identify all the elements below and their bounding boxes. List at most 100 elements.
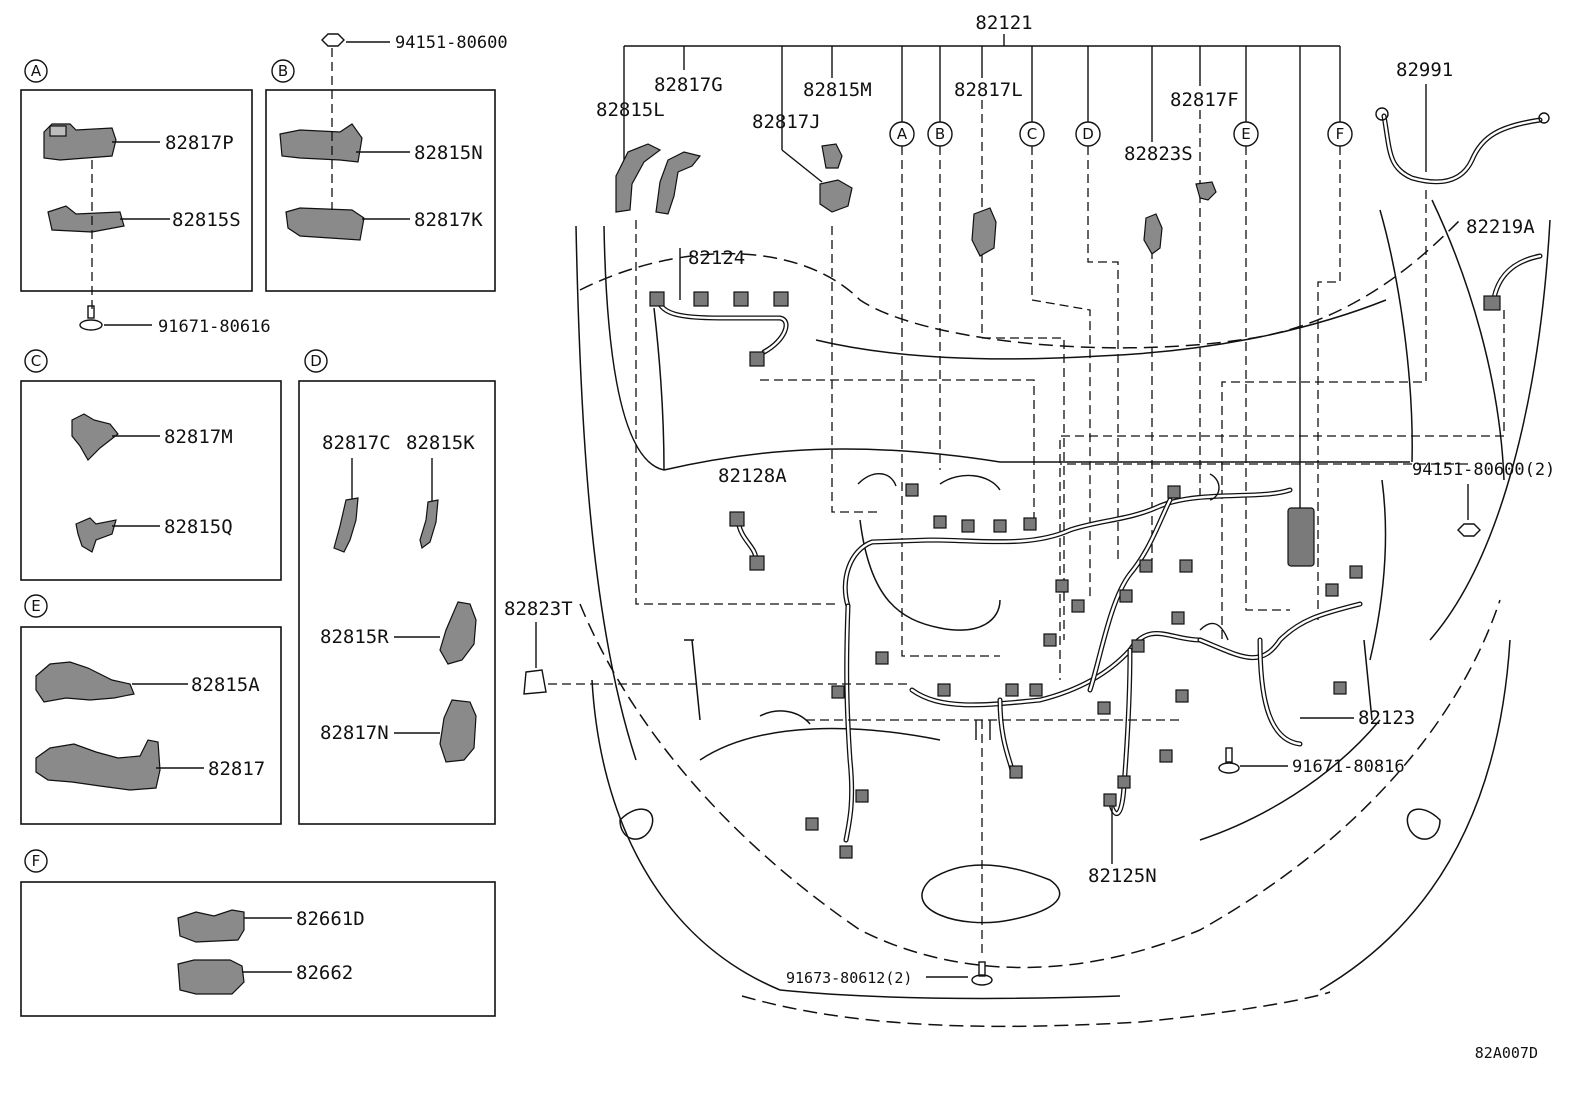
panel-c-marker <box>24 349 48 373</box>
panel-a-marker <box>24 59 48 83</box>
bolt-91673-80612: 91673-80612(2) <box>786 720 993 987</box>
drawing-code: 82A007D <box>1475 1044 1538 1062</box>
part-82815m-shape <box>821 143 843 169</box>
part-82815a-shape <box>35 661 135 703</box>
label-82128a: 82128A <box>718 465 787 487</box>
part-82991-wire <box>1375 84 1550 185</box>
label-82815k: 82815K <box>406 432 475 454</box>
label-91671-80616: 91671-80616 <box>158 317 271 337</box>
label-91673-80612: 91673-80612(2) <box>786 969 912 987</box>
part-82123: 82123 <box>806 707 1415 729</box>
part-82219a-wire <box>1483 253 1543 311</box>
clip-94151-80600: 94151-80600 <box>321 33 508 53</box>
label-82815l: 82815L <box>596 99 665 121</box>
part-82817j-shape <box>819 179 853 213</box>
part-82817k-shape <box>285 207 365 241</box>
part-82817l-shape <box>971 207 997 257</box>
label-82815q: 82815Q <box>164 516 233 538</box>
label-94151-80600-2: 94151-80600(2) <box>1412 460 1555 480</box>
panel-e: E 82815A 82817 <box>20 594 282 825</box>
clip-94151-80600-2: 94151-80600(2) <box>1412 460 1555 537</box>
panel-b: B 82815N 82817K <box>265 48 496 292</box>
part-82815q-shape <box>75 517 117 553</box>
panel-b-letter: B <box>278 62 288 80</box>
part-82817c-shape <box>333 497 359 553</box>
part-82815s-shape <box>47 205 125 233</box>
panel-e-letter: E <box>31 597 40 615</box>
callout-c: C <box>1019 121 1045 147</box>
part-82817g-shape <box>655 151 702 215</box>
part-82124: 82124 <box>649 247 789 367</box>
panel-e-frame <box>20 626 282 825</box>
panel-b-frame <box>265 89 496 292</box>
part-82817-shape <box>35 739 161 791</box>
label-82815r: 82815R <box>320 626 389 648</box>
label-82815m: 82815M <box>803 79 872 101</box>
panel-b-marker <box>271 59 295 83</box>
part-82815l-shape <box>615 143 662 213</box>
part-82815k-shape <box>419 499 439 550</box>
label-82991: 82991 <box>1396 59 1453 81</box>
panel-d-marker <box>304 349 328 373</box>
part-82823t: 82823T <box>504 598 908 695</box>
callout-e-letter: E <box>1241 125 1250 143</box>
part-82661d-shape <box>177 909 245 943</box>
label-82123: 82123 <box>1358 707 1415 729</box>
panel-e-marker <box>24 594 48 618</box>
label-82817k: 82817K <box>414 209 483 231</box>
label-82125n: 82125N <box>1088 865 1157 887</box>
callout-d: D <box>1075 121 1101 147</box>
panel-d-frame <box>298 380 496 825</box>
panel-a-letter: A <box>31 62 42 80</box>
panel-d-letter: D <box>310 352 322 370</box>
panel-f-letter: F <box>32 852 41 870</box>
label-82823t: 82823T <box>504 598 573 620</box>
panel-d: D 82817C 82815K 82815R 82817N <box>298 349 496 825</box>
engine-harness <box>805 473 1363 859</box>
part-82662-shape <box>177 959 245 995</box>
panel-f: F 82661D 82662 <box>20 849 496 1017</box>
label-82817c: 82817C <box>322 432 391 454</box>
part-82125n: 82125N <box>1088 775 1157 887</box>
label-82661d: 82661D <box>296 908 365 930</box>
callout-f-letter: F <box>1336 125 1345 143</box>
callout-b-letter: B <box>935 125 945 143</box>
label-82817: 82817 <box>208 758 265 780</box>
label-82815n: 82815N <box>414 142 483 164</box>
bolt-91671-80616: 91671-80616 <box>79 305 271 337</box>
part-82815r-shape <box>439 601 477 665</box>
panel-c: C 82817M 82815Q <box>20 349 282 581</box>
callout-c-letter: C <box>1027 125 1037 143</box>
panel-c-frame <box>20 380 282 581</box>
label-82817n: 82817N <box>320 722 389 744</box>
callout-d-letter: D <box>1082 125 1094 143</box>
label-82124: 82124 <box>688 247 745 269</box>
label-82817m: 82817M <box>164 426 233 448</box>
panel-f-frame <box>20 881 496 1017</box>
callout-a: A <box>889 121 915 147</box>
panel-c-letter: C <box>31 352 41 370</box>
label-91671-80816: 91671-80816 <box>1292 757 1405 777</box>
label-82817g: 82817G <box>654 74 723 96</box>
part-82815n-shape <box>279 123 363 163</box>
label-82817j: 82817J <box>752 111 821 133</box>
part-82823s-shape <box>1143 213 1163 255</box>
part-82817m-shape <box>71 413 119 461</box>
panel-a: A 82817P 82815S <box>20 59 253 310</box>
panel-a-frame <box>20 89 253 292</box>
callout-e: E <box>1233 121 1259 147</box>
label-82121: 82121 <box>975 12 1032 34</box>
part-82128a: 82128A <box>718 465 787 571</box>
label-94151-80600: 94151-80600 <box>395 33 508 53</box>
callout-f: F <box>1327 121 1353 147</box>
label-82662: 82662 <box>296 962 353 984</box>
part-82817p-shape <box>43 123 117 161</box>
bolt-91671-80816: 91671-80816 <box>1218 747 1405 777</box>
panel-f-marker <box>24 849 48 873</box>
label-82817l: 82817L <box>954 79 1023 101</box>
vehicle-body <box>575 199 1551 1028</box>
part-82817f-shape <box>1195 181 1217 201</box>
label-82219a: 82219A <box>1466 216 1535 238</box>
label-82815a: 82815A <box>191 674 260 696</box>
